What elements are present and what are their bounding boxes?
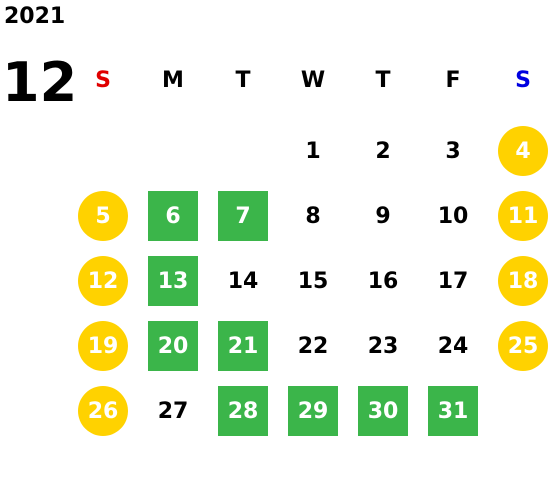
calendar-day[interactable]: 3	[445, 138, 461, 164]
calendar-day[interactable]: 22	[297, 333, 329, 359]
calendar-day-holiday[interactable]: 25	[498, 321, 548, 371]
weekday-header: T	[375, 68, 391, 93]
calendar-day-marked[interactable]: 7	[218, 191, 268, 241]
calendar-day[interactable]: 16	[367, 268, 399, 294]
weekday-header: W	[300, 68, 326, 93]
calendar-day-holiday[interactable]: 5	[78, 191, 128, 241]
calendar-day[interactable]: 2	[375, 138, 391, 164]
calendar-day[interactable]: 8	[305, 203, 321, 229]
weekday-header: S	[95, 68, 111, 93]
year-label: 2021	[4, 4, 66, 29]
calendar-day-marked[interactable]: 31	[428, 386, 478, 436]
calendar-day[interactable]: 24	[437, 333, 469, 359]
calendar-day[interactable]: 14	[227, 268, 259, 294]
calendar-day[interactable]: 1	[305, 138, 321, 164]
calendar-day-holiday[interactable]: 18	[498, 256, 548, 306]
calendar-day-marked[interactable]: 28	[218, 386, 268, 436]
month-label: 12	[2, 51, 78, 114]
calendar-day-marked[interactable]: 13	[148, 256, 198, 306]
calendar-day-marked[interactable]: 21	[218, 321, 268, 371]
calendar-day[interactable]: 15	[297, 268, 329, 294]
calendar-day[interactable]: 10	[437, 203, 469, 229]
calendar-day-holiday[interactable]: 26	[78, 386, 128, 436]
calendar-day[interactable]: 17	[437, 268, 469, 294]
calendar-day[interactable]: 9	[375, 203, 391, 229]
calendar-day-holiday[interactable]: 19	[78, 321, 128, 371]
calendar-day-holiday[interactable]: 11	[498, 191, 548, 241]
calendar-day[interactable]: 23	[367, 333, 399, 359]
calendar-day-marked[interactable]: 20	[148, 321, 198, 371]
weekday-header: F	[445, 68, 461, 93]
calendar-day-holiday[interactable]: 12	[78, 256, 128, 306]
calendar-day[interactable]: 27	[157, 398, 189, 424]
calendar-day-marked[interactable]: 29	[288, 386, 338, 436]
weekday-header: T	[235, 68, 251, 93]
calendar-day-marked[interactable]: 30	[358, 386, 408, 436]
calendar-day-marked[interactable]: 6	[148, 191, 198, 241]
weekday-header: S	[515, 68, 531, 93]
calendar-day-holiday[interactable]: 4	[498, 126, 548, 176]
weekday-header: M	[162, 68, 184, 93]
